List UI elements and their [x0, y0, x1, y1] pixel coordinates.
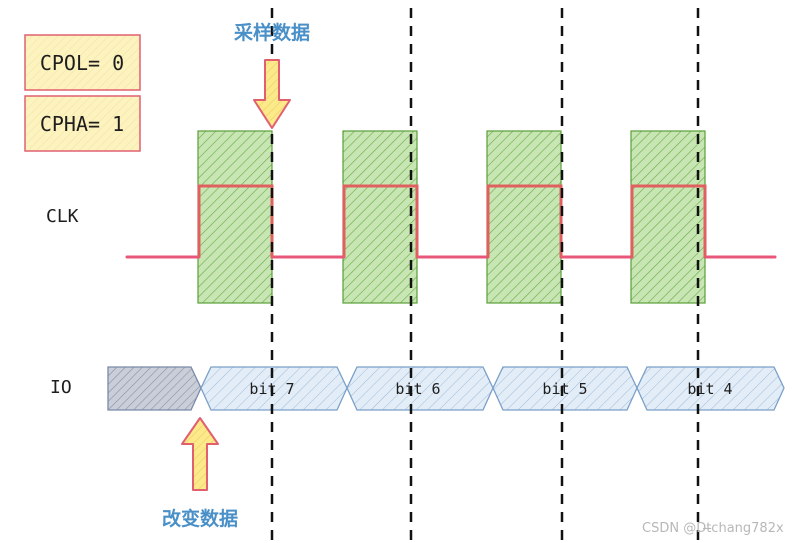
clock-pulse	[197, 184, 274, 257]
io-data-lane: bit 7 bit 6 bit 5 bit 4	[107, 366, 785, 411]
cpha-label: CPHA= 1	[40, 112, 124, 136]
change-arrow-icon	[181, 417, 219, 491]
clock-pulse	[342, 184, 419, 257]
io-segment-bit: bit 4	[636, 366, 785, 411]
io-segment-bit: bit 7	[200, 366, 348, 411]
high-phase-box	[342, 130, 418, 304]
sample-data-label: 采样数据	[234, 21, 310, 44]
io-label: IO	[50, 377, 72, 398]
high-phase-box	[630, 130, 706, 304]
io-segment-label: bit 5	[542, 380, 587, 398]
change-data-label: 改变数据	[162, 507, 238, 530]
io-segment-idle	[107, 366, 202, 411]
clock-waveform	[125, 184, 777, 259]
high-phase-box	[486, 130, 562, 304]
clk-label: CLK	[46, 206, 79, 227]
sample-arrow-icon	[253, 59, 291, 129]
high-phase-box	[197, 130, 273, 304]
io-segment-bit: bit 5	[492, 366, 638, 411]
clock-pulse	[630, 184, 707, 257]
io-segment-bit: bit 6	[346, 366, 494, 411]
io-segment-label: bit 6	[395, 380, 440, 398]
io-segment-label: bit 4	[687, 380, 732, 398]
high-phase-highlights	[197, 130, 706, 304]
watermark-text: CSDN @Dt̶chang782x	[642, 521, 784, 536]
cpha-box: CPHA= 1	[24, 95, 141, 152]
cpol-label: CPOL= 0	[40, 51, 124, 75]
clock-pulse	[486, 184, 563, 257]
cpol-box: CPOL= 0	[24, 34, 141, 91]
